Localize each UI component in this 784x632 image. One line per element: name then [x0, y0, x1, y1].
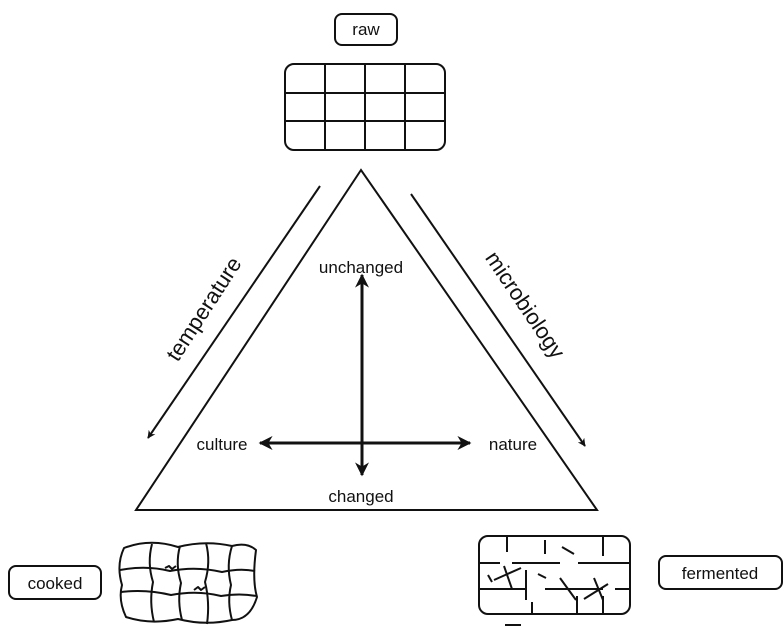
changed-label: changed	[328, 487, 393, 506]
temperature-label: temperature	[161, 252, 247, 365]
unchanged-label: unchanged	[319, 258, 403, 277]
cooked-label: cooked	[8, 565, 102, 600]
raw-grid-icon	[284, 63, 446, 151]
microbiology-label: microbiology	[480, 247, 570, 363]
culinary-triangle	[134, 168, 599, 511]
fermented-grid-icon	[478, 535, 631, 626]
temperature-arrow	[147, 185, 321, 439]
raw-label: raw	[334, 13, 398, 46]
culture-label: culture	[196, 435, 247, 454]
nature-label: nature	[489, 435, 537, 454]
fermented-label-text: fermented	[682, 564, 759, 583]
fermented-label: fermented	[658, 555, 783, 590]
cooked-grid-icon	[118, 541, 258, 625]
cooked-label-text: cooked	[28, 574, 83, 593]
raw-label-text: raw	[352, 20, 380, 39]
microbiology-arrow	[410, 193, 586, 447]
